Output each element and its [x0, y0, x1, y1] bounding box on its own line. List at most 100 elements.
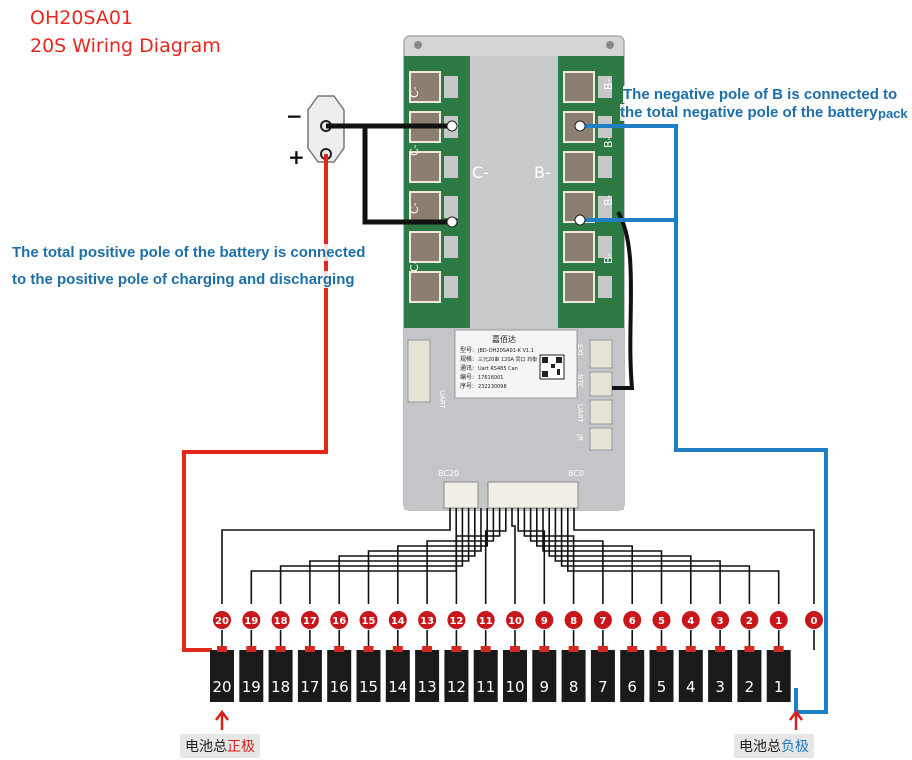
positive-note-line2: to the positive pole of charging and dis…: [12, 271, 355, 288]
cell-number: 16: [330, 678, 349, 696]
tap-marker: [359, 611, 378, 629]
total-positive-prefix: 电池总: [185, 739, 227, 755]
total-positive-label: 电池总正极: [180, 734, 260, 758]
tap-number: 10: [508, 616, 522, 627]
uart-port-left: [407, 339, 431, 403]
right-port-label: JR: [576, 433, 584, 441]
balance-wire: [484, 508, 507, 604]
balance-wire: [536, 508, 633, 604]
bc0-label: BC0: [568, 469, 584, 478]
tap-marker: [593, 611, 612, 629]
tap-number: 17: [303, 616, 317, 627]
cell-number: 5: [657, 678, 667, 696]
balance-wire: [560, 508, 751, 604]
cell-number: 14: [388, 678, 407, 696]
sticker-value: Uart RS485 Can: [478, 366, 518, 372]
balance-connector-left: [443, 481, 479, 509]
c-pad-label: C-: [408, 86, 421, 98]
balance-wire: [221, 508, 451, 604]
cell-number: 3: [715, 678, 725, 696]
mosfet-pad: [563, 151, 595, 183]
battery-cell: [620, 650, 645, 702]
mosfet-tab: [598, 156, 612, 178]
tap-number: 13: [420, 616, 434, 627]
balance-wire: [426, 508, 495, 604]
cell-number: 4: [686, 678, 696, 696]
negative-note-line3: pack: [878, 106, 908, 121]
cell-number: 19: [242, 678, 261, 696]
cell-number: 1: [774, 678, 784, 696]
cell-number: 6: [627, 678, 637, 696]
mosfet-tab: [598, 276, 612, 298]
total-negative-suffix: 负极: [781, 739, 809, 755]
tap-number: 0: [811, 616, 818, 627]
balance-wire: [367, 508, 482, 604]
cell-number: 20: [212, 678, 231, 696]
cell-number: 9: [540, 678, 550, 696]
balance-wire: [573, 508, 815, 604]
battery-cell: [766, 650, 791, 702]
tap-number: 19: [244, 616, 258, 627]
tap-marker: [681, 611, 700, 629]
mosfet-pad: [409, 151, 441, 183]
cell-number: 15: [359, 678, 378, 696]
mosfet-pad: [563, 71, 595, 103]
sticker-value: 17616001: [478, 375, 503, 381]
diagram-title: OH20SA01: [30, 7, 134, 29]
battery-cell: [268, 650, 293, 702]
tap-number: 15: [362, 616, 376, 627]
port-exi: [589, 339, 613, 369]
battery-cell: [737, 650, 762, 702]
tap-marker: [506, 611, 524, 629]
positive-note-line1: The total positive pole of the battery i…: [12, 244, 366, 261]
tap-number: 11: [479, 616, 493, 627]
battery-cell: [385, 650, 410, 702]
battery-cell: [649, 650, 674, 702]
cell-number: 13: [418, 678, 437, 696]
right-port-label: EXI: [576, 344, 584, 355]
tap-number: 8: [570, 616, 577, 627]
tap-number: 20: [215, 616, 229, 627]
cell-number: 11: [476, 678, 495, 696]
sticker-key: 型号:: [460, 346, 474, 354]
tap-marker: [711, 611, 730, 629]
tap-marker: [535, 611, 554, 629]
port-label-left: UART: [438, 390, 446, 409]
tap-marker: [388, 611, 407, 629]
mosfet-tab: [444, 276, 458, 298]
tap-marker: [623, 611, 642, 629]
mosfet-pad: [563, 231, 595, 263]
mosfet-pad: [409, 271, 441, 303]
b-pad-label: B-: [602, 78, 615, 90]
tap-marker: [740, 611, 759, 629]
positive-wire: [182, 154, 328, 652]
battery-cell: [590, 650, 615, 702]
mosfet-pad: [563, 271, 595, 303]
ntc-cable: [612, 210, 635, 390]
tap-number: 12: [449, 616, 463, 627]
c-pad-label: C-: [408, 144, 421, 156]
sticker-value: JBD-OH20SA01-K V1.1: [477, 348, 534, 354]
mosfet-pad: [409, 71, 441, 103]
positive-symbol: +: [288, 145, 305, 169]
tap-marker: [476, 611, 495, 629]
balance-wire: [455, 508, 501, 604]
total-negative-label: 电池总负极: [734, 734, 814, 758]
b-side-labels: B-B-B-B-: [602, 78, 615, 264]
balance-wire: [567, 508, 780, 604]
b-center-label: B-: [534, 163, 551, 182]
tap-number: 7: [599, 616, 606, 627]
mosfet-tab: [444, 196, 458, 218]
cell-number: 12: [447, 678, 466, 696]
c-pad-label: C-: [408, 260, 421, 272]
tap-number: 6: [629, 616, 636, 627]
negative-symbol: −: [286, 104, 303, 128]
balance-wire: [397, 508, 488, 604]
balance-wire: [542, 508, 663, 604]
port-ntc: [589, 371, 613, 397]
mosfet-tab: [598, 76, 612, 98]
tap-number: 3: [717, 616, 724, 627]
b-pad-label: B-: [602, 252, 615, 264]
